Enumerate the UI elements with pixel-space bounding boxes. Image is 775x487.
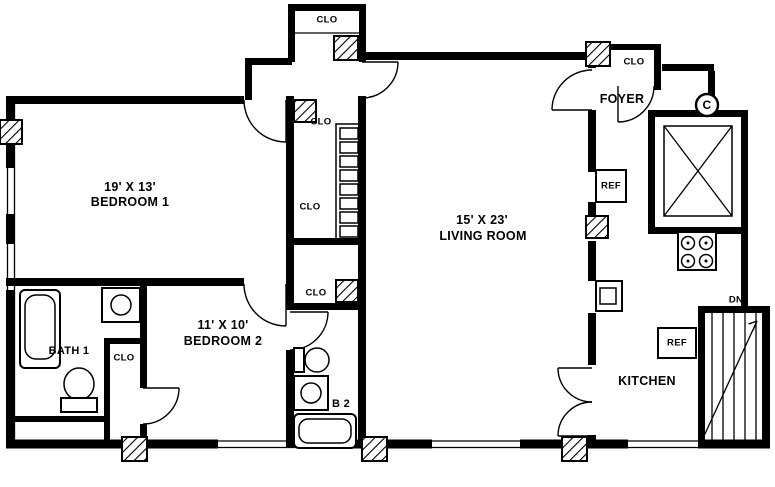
bathtub-1 bbox=[19, 289, 61, 369]
bedroom2-door bbox=[243, 283, 287, 327]
sink-2 bbox=[293, 375, 329, 411]
elevator-marker-label: C bbox=[702, 98, 712, 112]
toilet-2 bbox=[293, 347, 330, 373]
bedroom2-name-label: BEDROOM 2 bbox=[183, 334, 263, 348]
stove bbox=[677, 231, 717, 271]
elevator-shaft bbox=[648, 92, 748, 234]
refrigerator-1-label: REF bbox=[601, 180, 621, 192]
doors bbox=[142, 61, 655, 437]
bathtub-2 bbox=[293, 413, 357, 449]
foyer-living-door bbox=[551, 69, 593, 111]
bedroom1-dims-label: 19' X 13' bbox=[104, 180, 156, 194]
elevator-marker-circle bbox=[694, 92, 720, 118]
refrigerator-2-box bbox=[657, 327, 697, 359]
closet-label-mid: CLO bbox=[299, 201, 321, 213]
bedroom2-dims-label: 11' X 10' bbox=[197, 318, 249, 332]
foyer-closet-door bbox=[617, 85, 655, 123]
closet-label-foyer: CLO bbox=[623, 56, 645, 68]
closet-label-top: CLO bbox=[316, 14, 338, 26]
wall-hatches bbox=[0, 35, 611, 462]
bath1-door bbox=[142, 387, 180, 425]
kitchen-double-doors bbox=[557, 367, 593, 437]
stairs-down-label: DN bbox=[728, 294, 744, 306]
sink-1 bbox=[101, 287, 141, 323]
bath2-name-label: B 2 bbox=[331, 398, 351, 410]
foyer-name-label: FOYER bbox=[599, 92, 645, 106]
bath2-door bbox=[289, 311, 329, 351]
dishwasher bbox=[595, 280, 623, 312]
kitchen-name-label: KITCHEN bbox=[618, 374, 676, 388]
bedroom1-name-label: BEDROOM 1 bbox=[90, 195, 170, 209]
fixtures bbox=[19, 123, 717, 449]
bath1-name-label: BATH 1 bbox=[48, 345, 90, 357]
closet-label-bath: CLO bbox=[113, 352, 135, 364]
hall-living-door bbox=[361, 61, 399, 99]
windows bbox=[6, 100, 770, 449]
bedroom1-door bbox=[243, 99, 287, 143]
toilet-1 bbox=[60, 367, 98, 413]
stairs bbox=[703, 313, 758, 440]
living-room-name-label: LIVING ROOM bbox=[439, 229, 527, 243]
closet-label-lower: CLO bbox=[305, 287, 327, 299]
refrigerator-2-label: REF bbox=[667, 337, 687, 349]
refrigerator-1-box bbox=[595, 169, 627, 203]
closet-shelves bbox=[335, 123, 363, 243]
closet-label-upper: CLO bbox=[310, 116, 332, 128]
living-room-dims-label: 15' X 23' bbox=[456, 213, 508, 227]
